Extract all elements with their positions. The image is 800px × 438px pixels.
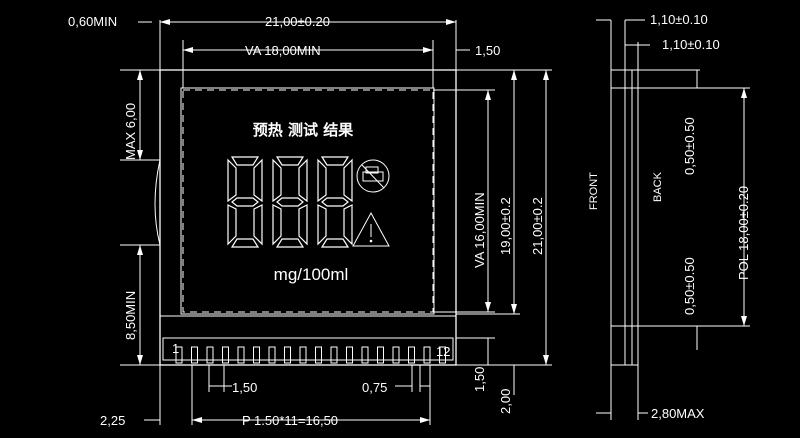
side-lower-tol: 0,50±0.50 (682, 257, 697, 315)
pin-last-label: 12 (436, 344, 450, 359)
warning-icon (352, 211, 390, 247)
seven-segment-digits (227, 156, 353, 248)
pin (268, 346, 276, 364)
pin (439, 346, 446, 364)
pin (423, 346, 431, 364)
pin (299, 346, 307, 364)
pin (191, 346, 198, 364)
side-pol: POL 18,00±0.20 (736, 186, 751, 280)
pin (284, 346, 291, 364)
dim-pin-gap: 0,75 (362, 380, 387, 395)
side-view (596, 19, 750, 420)
side-top-1: 1,10±0.10 (650, 12, 708, 27)
pin (377, 346, 384, 364)
pin (346, 346, 353, 364)
side-upper-tol: 0,50±0.50 (682, 117, 697, 175)
dim-inner-height: 19,00±0.2 (498, 197, 513, 255)
pin (237, 346, 245, 364)
pin (330, 346, 338, 364)
dim-pitch: P 1.50*11=16,50 (242, 413, 338, 428)
viewing-area (182, 89, 434, 313)
digit-3 (317, 156, 353, 248)
dim-pin-width: 1,50 (232, 380, 257, 395)
pin (315, 346, 322, 364)
pin (361, 346, 369, 364)
dim-min-left: 0,60MIN (68, 14, 117, 29)
pin (408, 346, 415, 364)
dim-overall-width: 21,00±0.20 (265, 14, 330, 29)
digit-2 (272, 156, 308, 248)
dim-left-edge: 2,25 (100, 413, 125, 428)
pin (206, 346, 214, 364)
dimension-lines (120, 20, 552, 425)
dim-pin-bottom: 2,00 (498, 389, 513, 414)
arrowheads (137, 19, 549, 423)
lcd-outline (154, 69, 457, 366)
side-back-label: BACK (652, 171, 664, 202)
side-front-label: FRONT (588, 172, 600, 210)
dim-max-top: MAX 6,00 (123, 103, 138, 160)
pin (222, 346, 229, 364)
lcd-heading: 预热 测试 结果 (253, 121, 354, 139)
pin (392, 346, 400, 364)
lcd-unit: mg/100ml (274, 265, 349, 284)
pin (175, 346, 183, 364)
dim-right-offset: 1,50 (475, 43, 500, 58)
dim-pin-length: 1,50 (472, 367, 487, 392)
dim-va-height: VA 16,00MIN (472, 192, 487, 268)
side-thickness: 2,80MAX (651, 406, 705, 421)
dim-overall-height: 21,00±0.2 (530, 197, 545, 255)
dim-va-width: VA 18,00MIN (245, 43, 321, 58)
no-drink-drive-icon (356, 159, 390, 193)
pin-strip (175, 346, 446, 364)
pin (253, 346, 260, 364)
dim-min-bottom-left: 8,50MIN (123, 291, 138, 340)
digit-1 (227, 156, 263, 248)
pin-first-label: 1 (172, 341, 179, 356)
side-top-2: 1,10±0.10 (662, 37, 720, 52)
